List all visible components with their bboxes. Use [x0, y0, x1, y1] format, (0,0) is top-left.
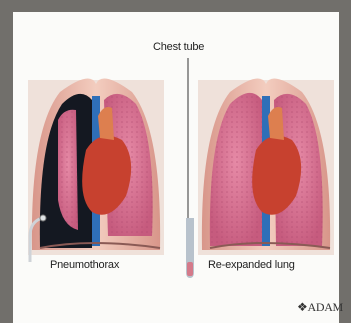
- chest-tube-tip: [187, 262, 193, 276]
- pneumothorax-label: Pneumothorax: [50, 259, 119, 271]
- pneumothorax-diagram: [28, 79, 164, 262]
- adam-logo: ❖ADAM: [297, 300, 343, 315]
- re-expanded-lung-label: Re-expanded lung: [208, 259, 295, 271]
- re-expanded-lung-diagram: [198, 79, 334, 255]
- chest-tube-label: Chest tube: [153, 41, 204, 53]
